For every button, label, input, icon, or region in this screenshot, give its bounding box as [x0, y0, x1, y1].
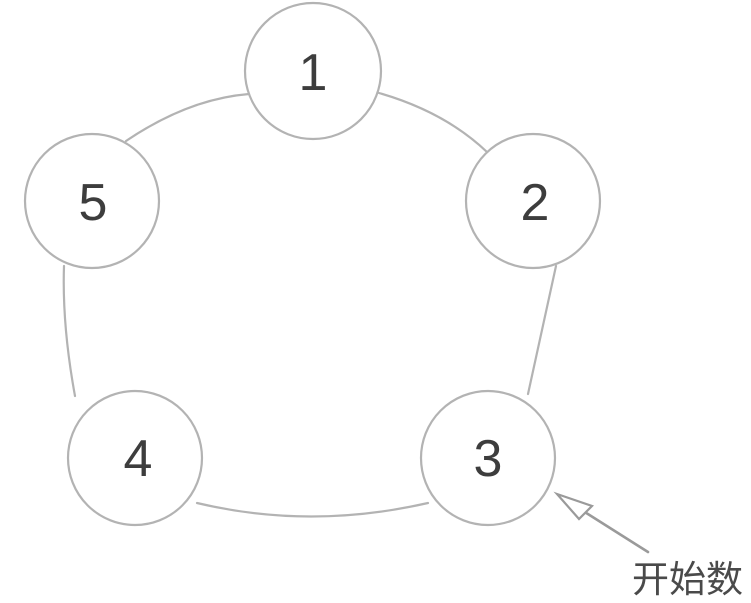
- node-4-label: 4: [124, 430, 153, 488]
- annotation-arrow-shaft: [578, 507, 650, 554]
- node-5-circle[interactable]: [23, 132, 161, 270]
- node-2-label: 2: [521, 174, 550, 232]
- node-1-label: 1: [299, 44, 328, 102]
- node-4[interactable]: 4: [66, 389, 204, 527]
- node-5-label: 5: [79, 174, 108, 232]
- node-group: 1 2 3 4 5: [23, 1, 602, 527]
- annotation-label: 开始数: [632, 558, 743, 601]
- node-5[interactable]: 5: [23, 132, 161, 270]
- node-1-circle[interactable]: [243, 1, 383, 141]
- link-4-to-5: [62, 264, 77, 398]
- annotation-group: 开始数: [553, 491, 743, 601]
- link-2-to-3: [526, 264, 558, 396]
- link-5-to-1: [124, 92, 251, 143]
- node-2-circle[interactable]: [464, 132, 602, 270]
- node-3[interactable]: 3: [419, 389, 557, 527]
- node-2[interactable]: 2: [464, 132, 602, 270]
- link-group: [62, 91, 558, 518]
- node-3-circle[interactable]: [419, 389, 557, 527]
- node-4-circle[interactable]: [66, 389, 204, 527]
- node-3-label: 3: [474, 430, 503, 488]
- link-3-to-4: [195, 501, 430, 518]
- link-1-to-2: [377, 91, 489, 154]
- node-1[interactable]: 1: [243, 1, 383, 141]
- annotation-arrow-head-icon: [553, 491, 595, 521]
